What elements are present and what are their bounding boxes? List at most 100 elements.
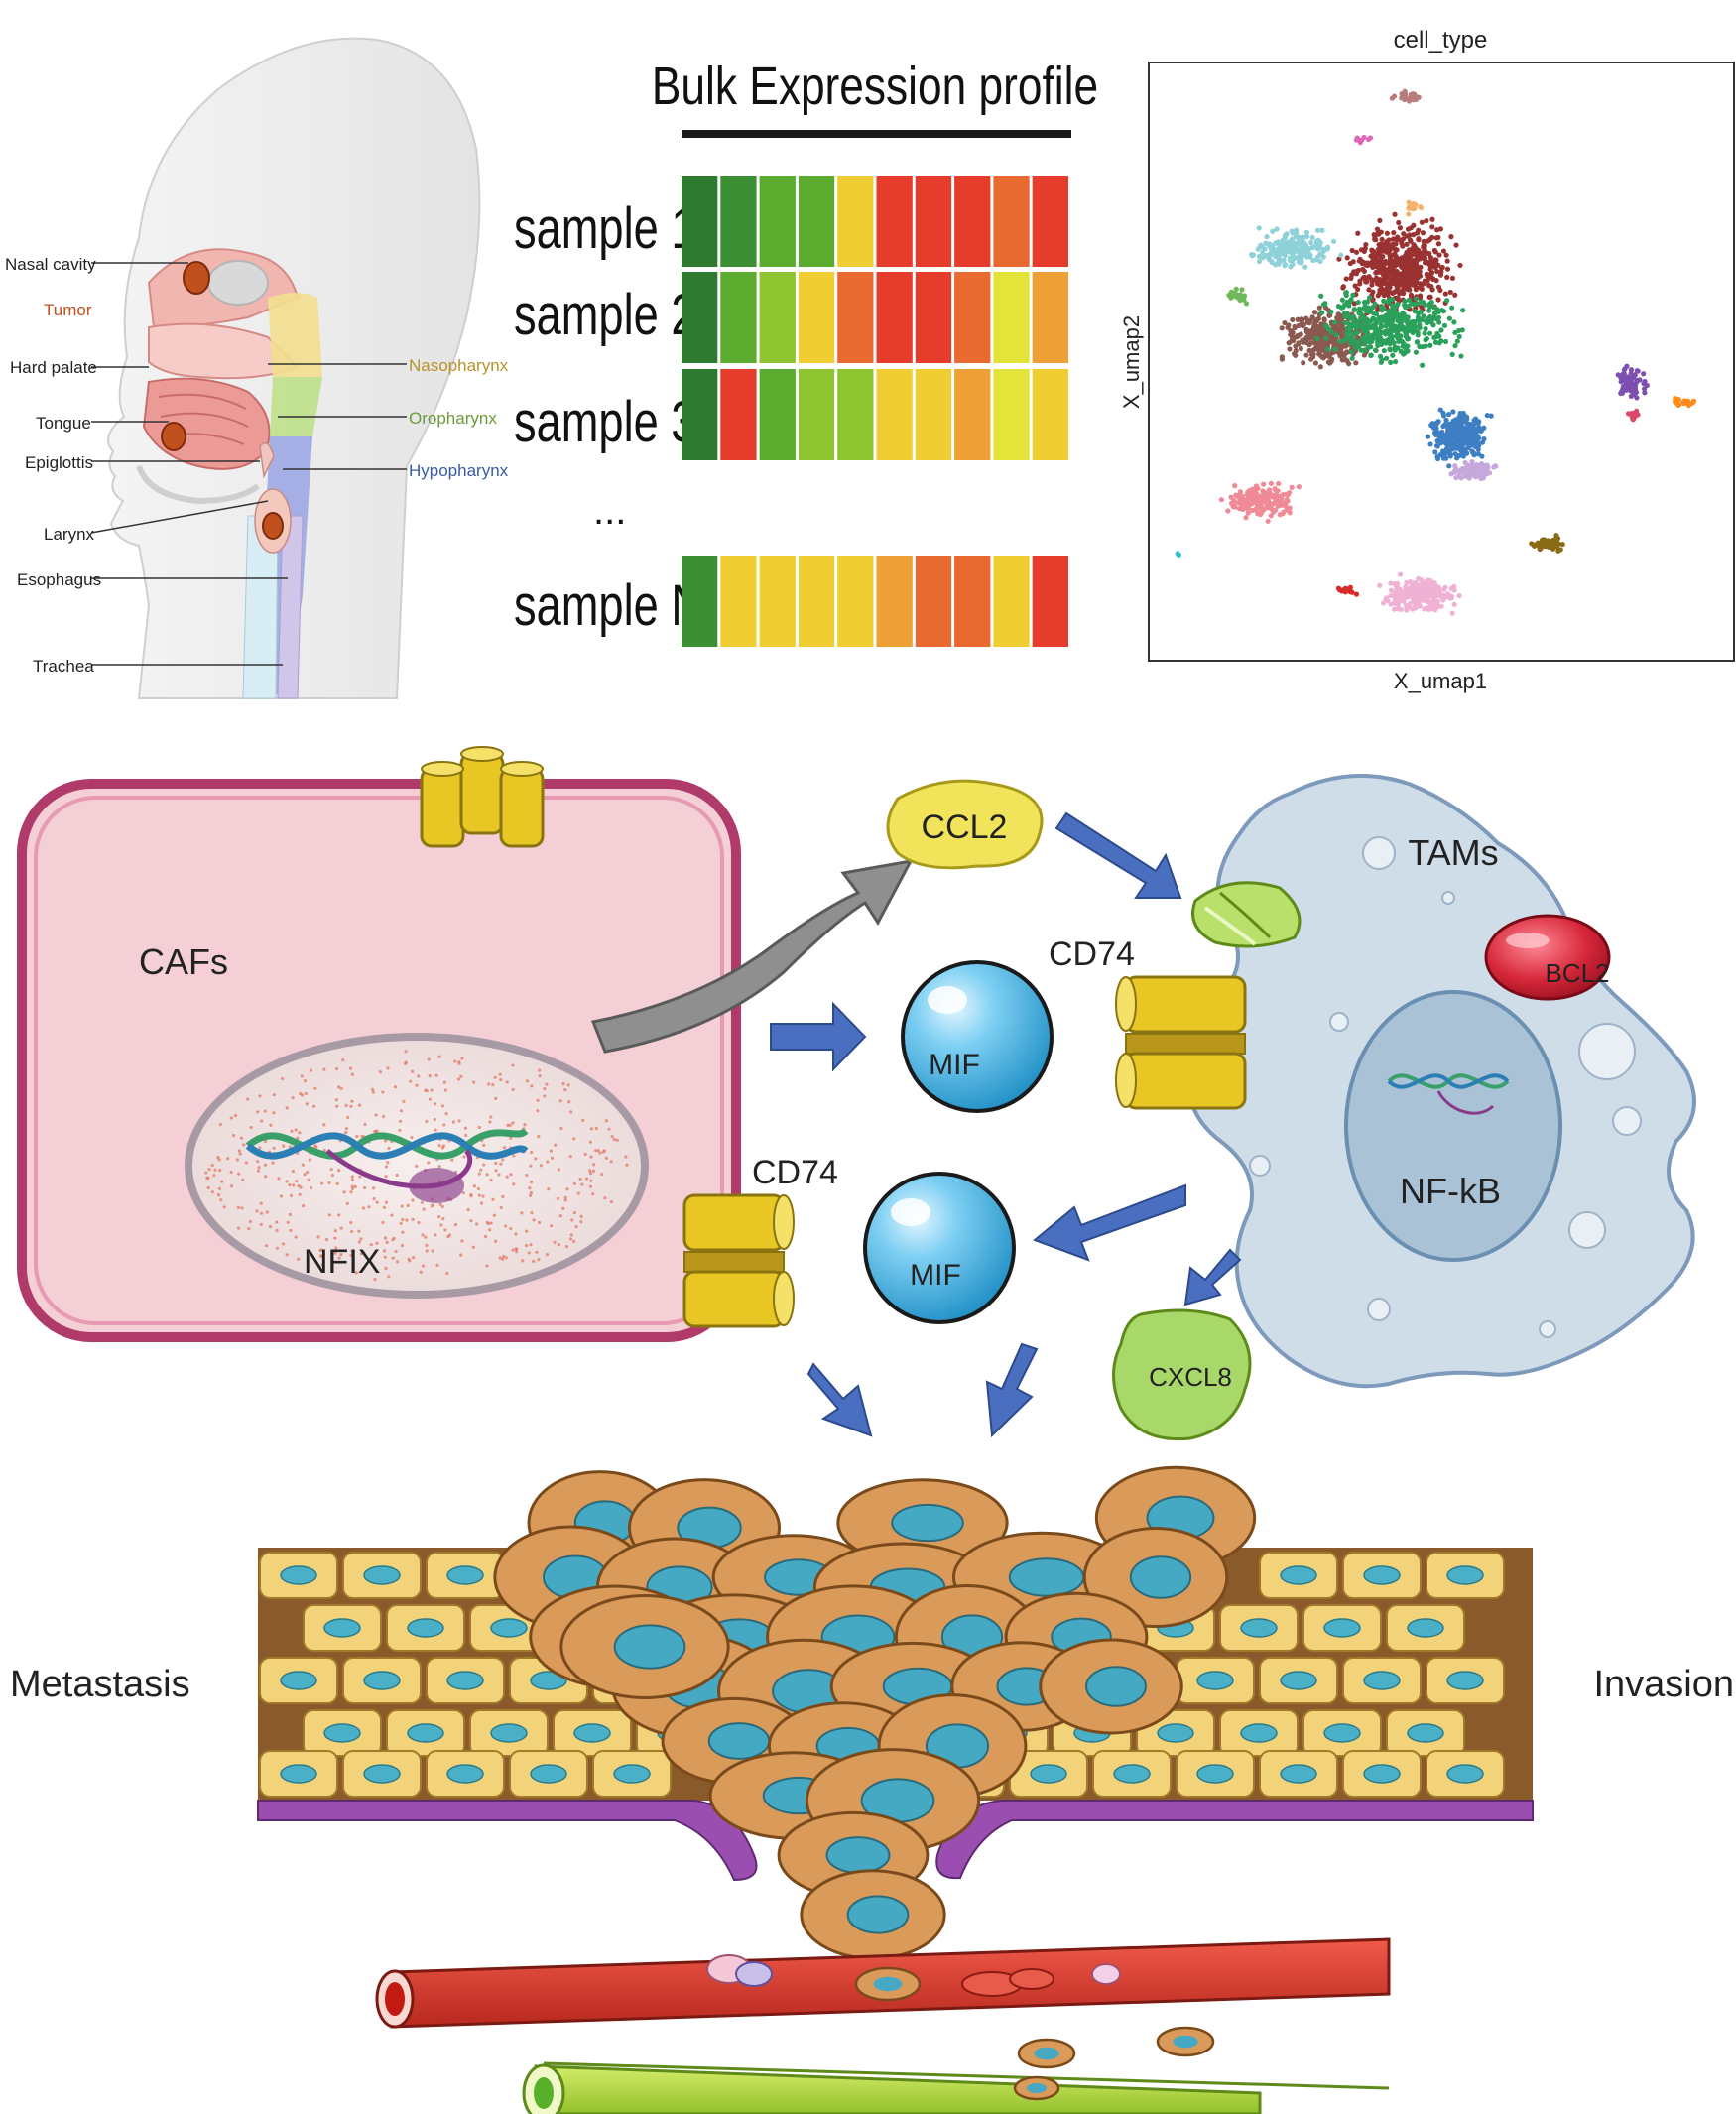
chromatin-dot [329,1167,333,1172]
umap-point [1335,303,1342,310]
umap-point [1397,225,1404,231]
umap-point [1452,343,1458,349]
umap-point [1319,227,1325,233]
chromatin-dot [421,1233,425,1237]
umap-point [1445,411,1452,418]
chromatin-dot [381,1090,385,1094]
umap-point [1363,242,1369,248]
chromatin-dot [411,1198,415,1202]
chromatin-dot [580,1182,584,1186]
cell-nucleus [530,1671,567,1690]
chromatin-dot [525,1173,529,1178]
chromatin-dot [502,1146,507,1150]
umap-point [1360,259,1366,265]
umap-point [1290,329,1296,336]
umap-point [1268,480,1274,486]
umap-point [1342,313,1348,319]
umap-point [1451,319,1457,325]
heatmap-cell [798,272,835,363]
umap-point [1454,338,1460,344]
umap-point [1301,360,1306,366]
umap-point [1434,268,1440,275]
chromatin-dot [258,1146,262,1150]
umap-point [1310,354,1316,360]
umap-point [1273,492,1280,498]
label-esophagus: Esophagus [17,570,101,589]
umap-point [1392,323,1398,329]
chromatin-dot [589,1179,593,1182]
heatmap-cell [798,176,835,267]
umap-point [1336,343,1343,349]
umap-point [1404,241,1410,247]
cell-nucleus [1446,1764,1484,1784]
heatmap-cell [954,176,991,267]
chromatin-dot [387,1275,391,1279]
umap-point [1390,352,1396,358]
chromatin-dot [256,1160,260,1164]
chromatin-dot [375,1241,379,1245]
umap-point [1406,297,1413,303]
umap-point [1364,328,1370,334]
umap-point [1318,335,1324,341]
umap-point [1423,318,1429,324]
umap-point [1435,297,1441,303]
chromatin-dot [512,1154,516,1158]
umap-point [1390,318,1396,324]
chromatin-dot [309,1185,313,1190]
umap-point [1410,282,1416,288]
cell-nucleus [280,1764,317,1784]
chromatin-dot [481,1194,485,1198]
chromatin-dot [229,1184,234,1188]
umap-point [1282,319,1288,326]
chromatin-dot [557,1243,561,1247]
umap-point [1406,320,1413,326]
chromatin-dot [529,1243,533,1247]
umap-point [1456,593,1462,599]
chromatin-dot [493,1075,497,1079]
umap-point [1440,593,1446,599]
chromatin-dot [404,1050,408,1054]
chromatin-dot [361,1206,366,1210]
chromatin-dot [477,1125,481,1130]
heatmap-cell [915,272,952,363]
chromatin-dot [549,1224,554,1228]
chromatin-dot [497,1173,501,1177]
umap-point [1442,338,1449,345]
umap-point [1379,236,1385,242]
umap-point [1297,235,1302,241]
umap-point [1290,316,1296,323]
umap-point [1430,276,1436,283]
umap-point [1429,216,1435,222]
umap-point [1328,333,1334,339]
chromatin-dot [530,1211,534,1215]
heatmap-cell [876,272,913,363]
umap-point [1326,353,1332,360]
umap-point [1619,390,1626,396]
umap-point [1381,306,1387,311]
cd74-label-caf: CD74 [752,1154,838,1191]
umap-point [1398,333,1404,339]
chromatin-dot [372,1196,376,1201]
chromatin-dot [463,1126,467,1130]
chromatin-dot [477,1193,481,1197]
chromatin-dot [390,1213,394,1217]
umap-point [1402,328,1408,334]
epithelium-tissue [257,1465,1534,1960]
chromatin-dot [355,1134,359,1139]
chromatin-dot [459,1253,463,1257]
heatmap-cell [720,556,757,647]
umap-point [1632,372,1638,378]
umap-point [1423,250,1429,256]
chromatin-dot [281,1076,285,1081]
umap-point [1287,346,1293,352]
umap-point [1420,344,1426,350]
chromatin-dot [371,1090,376,1094]
cell-nucleus [1323,1618,1361,1638]
chromatin-dot [572,1239,576,1244]
chromatin-dot [469,1219,473,1223]
chromatin-dot [256,1169,261,1173]
cell-nucleus [407,1723,444,1743]
tumor-nasal [183,261,210,295]
chromatin-dot [317,1265,321,1269]
